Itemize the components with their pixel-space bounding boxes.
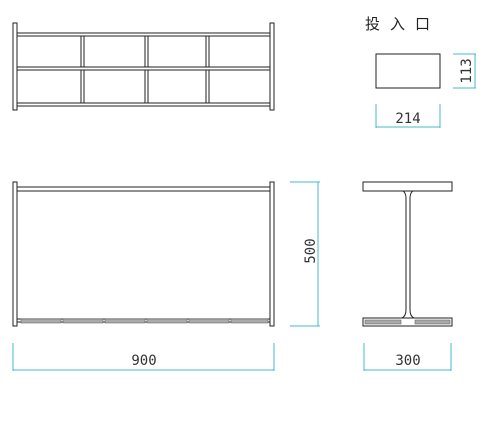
tray — [104, 318, 146, 324]
tray — [62, 318, 104, 324]
front-view-panel — [16, 190, 271, 320]
front-view-left-post — [12, 181, 18, 327]
opening-height-label: 113 — [459, 58, 475, 83]
side-view-foot — [414, 319, 451, 325]
opening-rectangle — [375, 53, 441, 89]
front-view — [12, 181, 275, 327]
top-view — [12, 22, 275, 111]
top-view-left-post — [12, 22, 18, 111]
opening-width-label: 214 — [395, 111, 420, 127]
tray — [20, 318, 62, 324]
opening-height-dimension — [453, 53, 476, 89]
opening-detail: 113 214 — [375, 53, 476, 128]
tray — [188, 318, 230, 324]
side-view-bottom-flange — [362, 317, 453, 327]
side-view-feet — [364, 319, 451, 325]
top-view-bottom-rail — [16, 102, 271, 107]
side-view-foot — [364, 319, 402, 325]
tray — [230, 318, 269, 324]
top-view-middle-rail — [16, 66, 271, 71]
width-dimension — [12, 343, 275, 371]
top-view-top-rail — [16, 32, 271, 37]
front-view-top-rail — [16, 186, 271, 192]
side-view — [362, 181, 453, 327]
front-view-right-post — [269, 181, 275, 327]
tray — [146, 318, 188, 324]
front-view-trays — [20, 318, 269, 324]
opening-title: 投入口 — [365, 15, 440, 33]
side-view-web — [401, 190, 415, 319]
depth-dimension — [363, 343, 452, 371]
height-label: 500 — [303, 238, 319, 263]
opening-width-dimension — [375, 104, 441, 128]
top-view-right-post — [269, 22, 275, 111]
height-dimension — [290, 181, 320, 327]
side-view-top-flange — [362, 181, 453, 192]
width-label: 900 — [131, 353, 156, 369]
depth-label: 300 — [395, 353, 420, 369]
